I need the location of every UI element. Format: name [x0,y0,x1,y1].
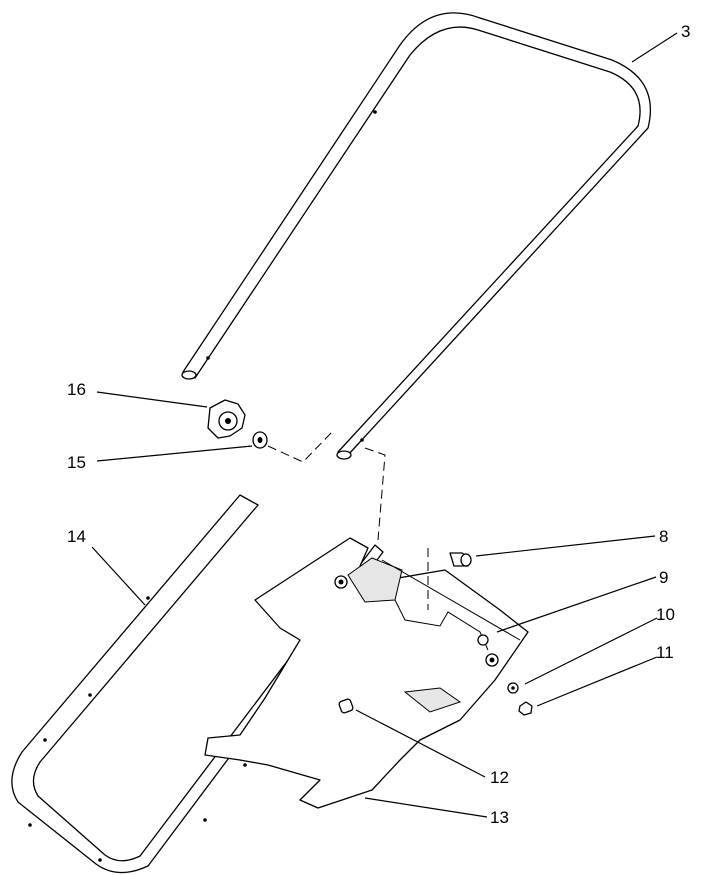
callout-13: 13 [490,808,509,827]
small-washer [507,682,519,694]
locknut [518,701,533,716]
lower-handle-frame [11,494,384,874]
handle-bracket [204,537,529,809]
callout-14: 14 [67,527,86,546]
leader-lines [91,32,678,818]
callout-11: 11 [656,643,674,662]
callout-3: 3 [681,22,690,41]
knob [207,399,246,439]
callout-9: 9 [659,568,668,587]
assembly-lines [267,431,429,610]
upper-handle [181,12,652,460]
callout-10: 10 [656,605,675,624]
spacer [338,698,354,714]
washer [252,431,268,449]
callout-15: 15 [67,453,86,472]
bolt [449,552,472,567]
callout-16: 16 [67,380,86,399]
callout-labels: 3 16 15 14 8 9 10 11 12 13 [67,22,690,827]
callout-8: 8 [659,527,668,546]
callout-12: 12 [490,768,509,787]
